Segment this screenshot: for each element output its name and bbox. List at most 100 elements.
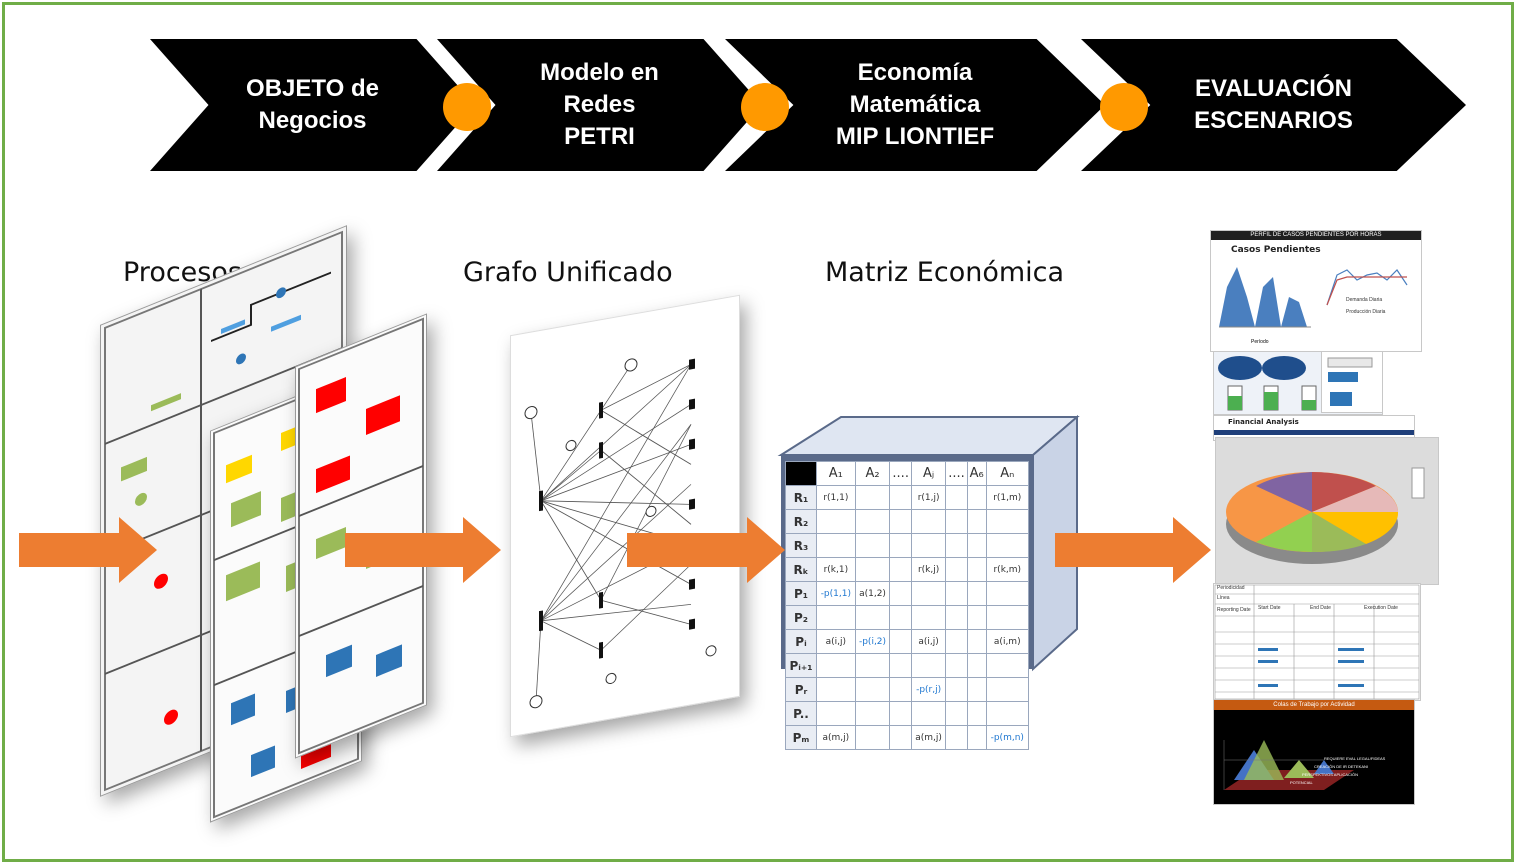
matrix-cell: [889, 725, 913, 750]
matrix-cell: [911, 533, 947, 558]
petri-graph-sheet: [510, 294, 740, 738]
matrix-cell: [854, 653, 891, 678]
thumb-report-table: Periodicidad Línea Reporting Date Start …: [1213, 583, 1421, 701]
matrix-col-header: Aⱼ: [911, 461, 947, 486]
matrix-row-header: Pᵢ: [785, 629, 817, 654]
matrix-cell: [889, 701, 913, 726]
thumb-cases-subtitle: Casos Pendientes: [1231, 245, 1321, 255]
matrix-cell: [945, 677, 968, 702]
thumb-pie-chart: [1215, 437, 1439, 585]
matrix-row: P₂: [785, 605, 1030, 630]
matrix-cell: [854, 677, 891, 702]
matrix-cell: [911, 653, 947, 678]
matrix-cell: a(i,j): [911, 629, 947, 654]
demand-line-chart: [1326, 269, 1408, 306]
matrix-cell: [945, 533, 968, 558]
matrix-cell: a(m,j): [816, 725, 856, 750]
petri-graph: [524, 358, 717, 709]
matrix-cell: [816, 605, 856, 630]
matrix-cell: [854, 557, 891, 582]
matrix-cell: r(1,1): [816, 485, 856, 510]
matrix-row-header: R₁: [785, 485, 817, 510]
matrix-cell: [889, 653, 913, 678]
flow-step-line: MIP LIONTIEF: [835, 123, 995, 150]
matrix-row-header: Pₘ: [785, 725, 817, 750]
arrow-to-matrix: [627, 517, 785, 583]
matrix-cell: [985, 653, 1030, 678]
matrix-cell: [911, 581, 947, 606]
matrix-cell: [966, 629, 987, 654]
financial-title: Financial Analysis: [1228, 418, 1299, 426]
matrix-cell: [945, 509, 968, 534]
matrix-cell: [966, 725, 987, 750]
matrix-cell: [945, 485, 968, 510]
matrix-cell: [945, 653, 968, 678]
queues-title: Colas de Trabajo por Actividad: [1214, 700, 1414, 710]
matrix-col-header: A₂: [854, 461, 891, 486]
matrix-cell: [911, 605, 947, 630]
matrix-cell: [854, 725, 891, 750]
matrix-cell: [854, 485, 891, 510]
matrix-cell: a(i,j): [816, 629, 856, 654]
matrix-col-header: A₁: [816, 461, 856, 486]
matrix-cell: [816, 509, 856, 534]
matrix-row: R₂: [785, 509, 1030, 534]
report-table-graphic: [1214, 584, 1420, 700]
connector-dot: [443, 83, 491, 131]
matrix-cell: [945, 557, 968, 582]
flow-step-line: Redes: [563, 91, 636, 118]
matrix-cell: [966, 581, 987, 606]
flow-step-objeto: OBJETO de Negocios: [150, 39, 475, 171]
cube-top-face: [777, 416, 1080, 456]
flow-step-petri: Modelo en Redes PETRI: [437, 39, 762, 171]
matrix-col-header: ....: [889, 461, 913, 486]
matrix-row: P..: [785, 701, 1030, 726]
matrix-cell: [816, 677, 856, 702]
matrix-cell: [889, 629, 913, 654]
thumb-financial: Financial Analysis: [1213, 415, 1415, 441]
matrix-cell: r(1,j): [911, 485, 947, 510]
flow-step-line: Economía: [857, 59, 973, 86]
matrix-cell: [854, 509, 891, 534]
matrix-cell: [816, 533, 856, 558]
matrix-corner: [785, 461, 817, 486]
flow-step-line: EVALUACIÓN: [1195, 75, 1352, 102]
matrix-row: Pᵣ-p(r,j): [785, 677, 1030, 702]
matrix-cell: [889, 557, 913, 582]
matrix-cell: [889, 605, 913, 630]
matrix-col-header: ....: [945, 461, 968, 486]
matrix-cell: -p(r,j): [911, 677, 947, 702]
flow-step-line: ESCENARIOS: [1194, 107, 1353, 134]
matrix-cell: [985, 677, 1030, 702]
matrix-row-header: R₂: [785, 509, 817, 534]
matrix-cell: a(i,m): [985, 629, 1030, 654]
matrix-row-header: Pᵢ₊₁: [785, 653, 817, 678]
queue-label: PERSPEKTIVOS APLICACIÓN: [1302, 772, 1359, 777]
report-label: Línea: [1217, 595, 1230, 601]
report-label: Periodicidad: [1217, 585, 1245, 591]
matrix-cell: r(k,j): [911, 557, 947, 582]
matrix-row-header: R₃: [785, 533, 817, 558]
flow-step-line: Modelo en: [540, 59, 659, 86]
flow-step-line: OBJETO de: [246, 75, 379, 102]
gauges-graphic: [1218, 356, 1317, 411]
report-label: Start Date: [1258, 605, 1281, 611]
matrix-cell: [966, 557, 987, 582]
matrix-row: P₁-p(1,1)a(1,2): [785, 581, 1030, 606]
thumb-cases-title: PERFIL DE CASOS PENDIENTES POR HORAS: [1211, 231, 1421, 240]
label-grafo: Grafo Unificado: [463, 257, 673, 288]
matrix-cell: [816, 653, 856, 678]
legend-demand: Demanda Diaria: [1346, 297, 1383, 303]
matrix-cell: [966, 701, 987, 726]
thumb-cases-chart: PERFIL DE CASOS PENDIENTES POR HORAS Cas…: [1210, 230, 1422, 352]
matrix-cell: r(k,1): [816, 557, 856, 582]
matrix-row-header: P₁: [785, 581, 817, 606]
matrix-cell: [966, 485, 987, 510]
matrix-cell: [889, 509, 913, 534]
matrix-cell: [966, 605, 987, 630]
report-label: Reporting Date: [1217, 607, 1251, 613]
label-matriz: Matriz Económica: [825, 257, 1065, 288]
arrow-to-evaluation: [1055, 517, 1211, 583]
matrix-cell: a(1,2): [854, 581, 891, 606]
